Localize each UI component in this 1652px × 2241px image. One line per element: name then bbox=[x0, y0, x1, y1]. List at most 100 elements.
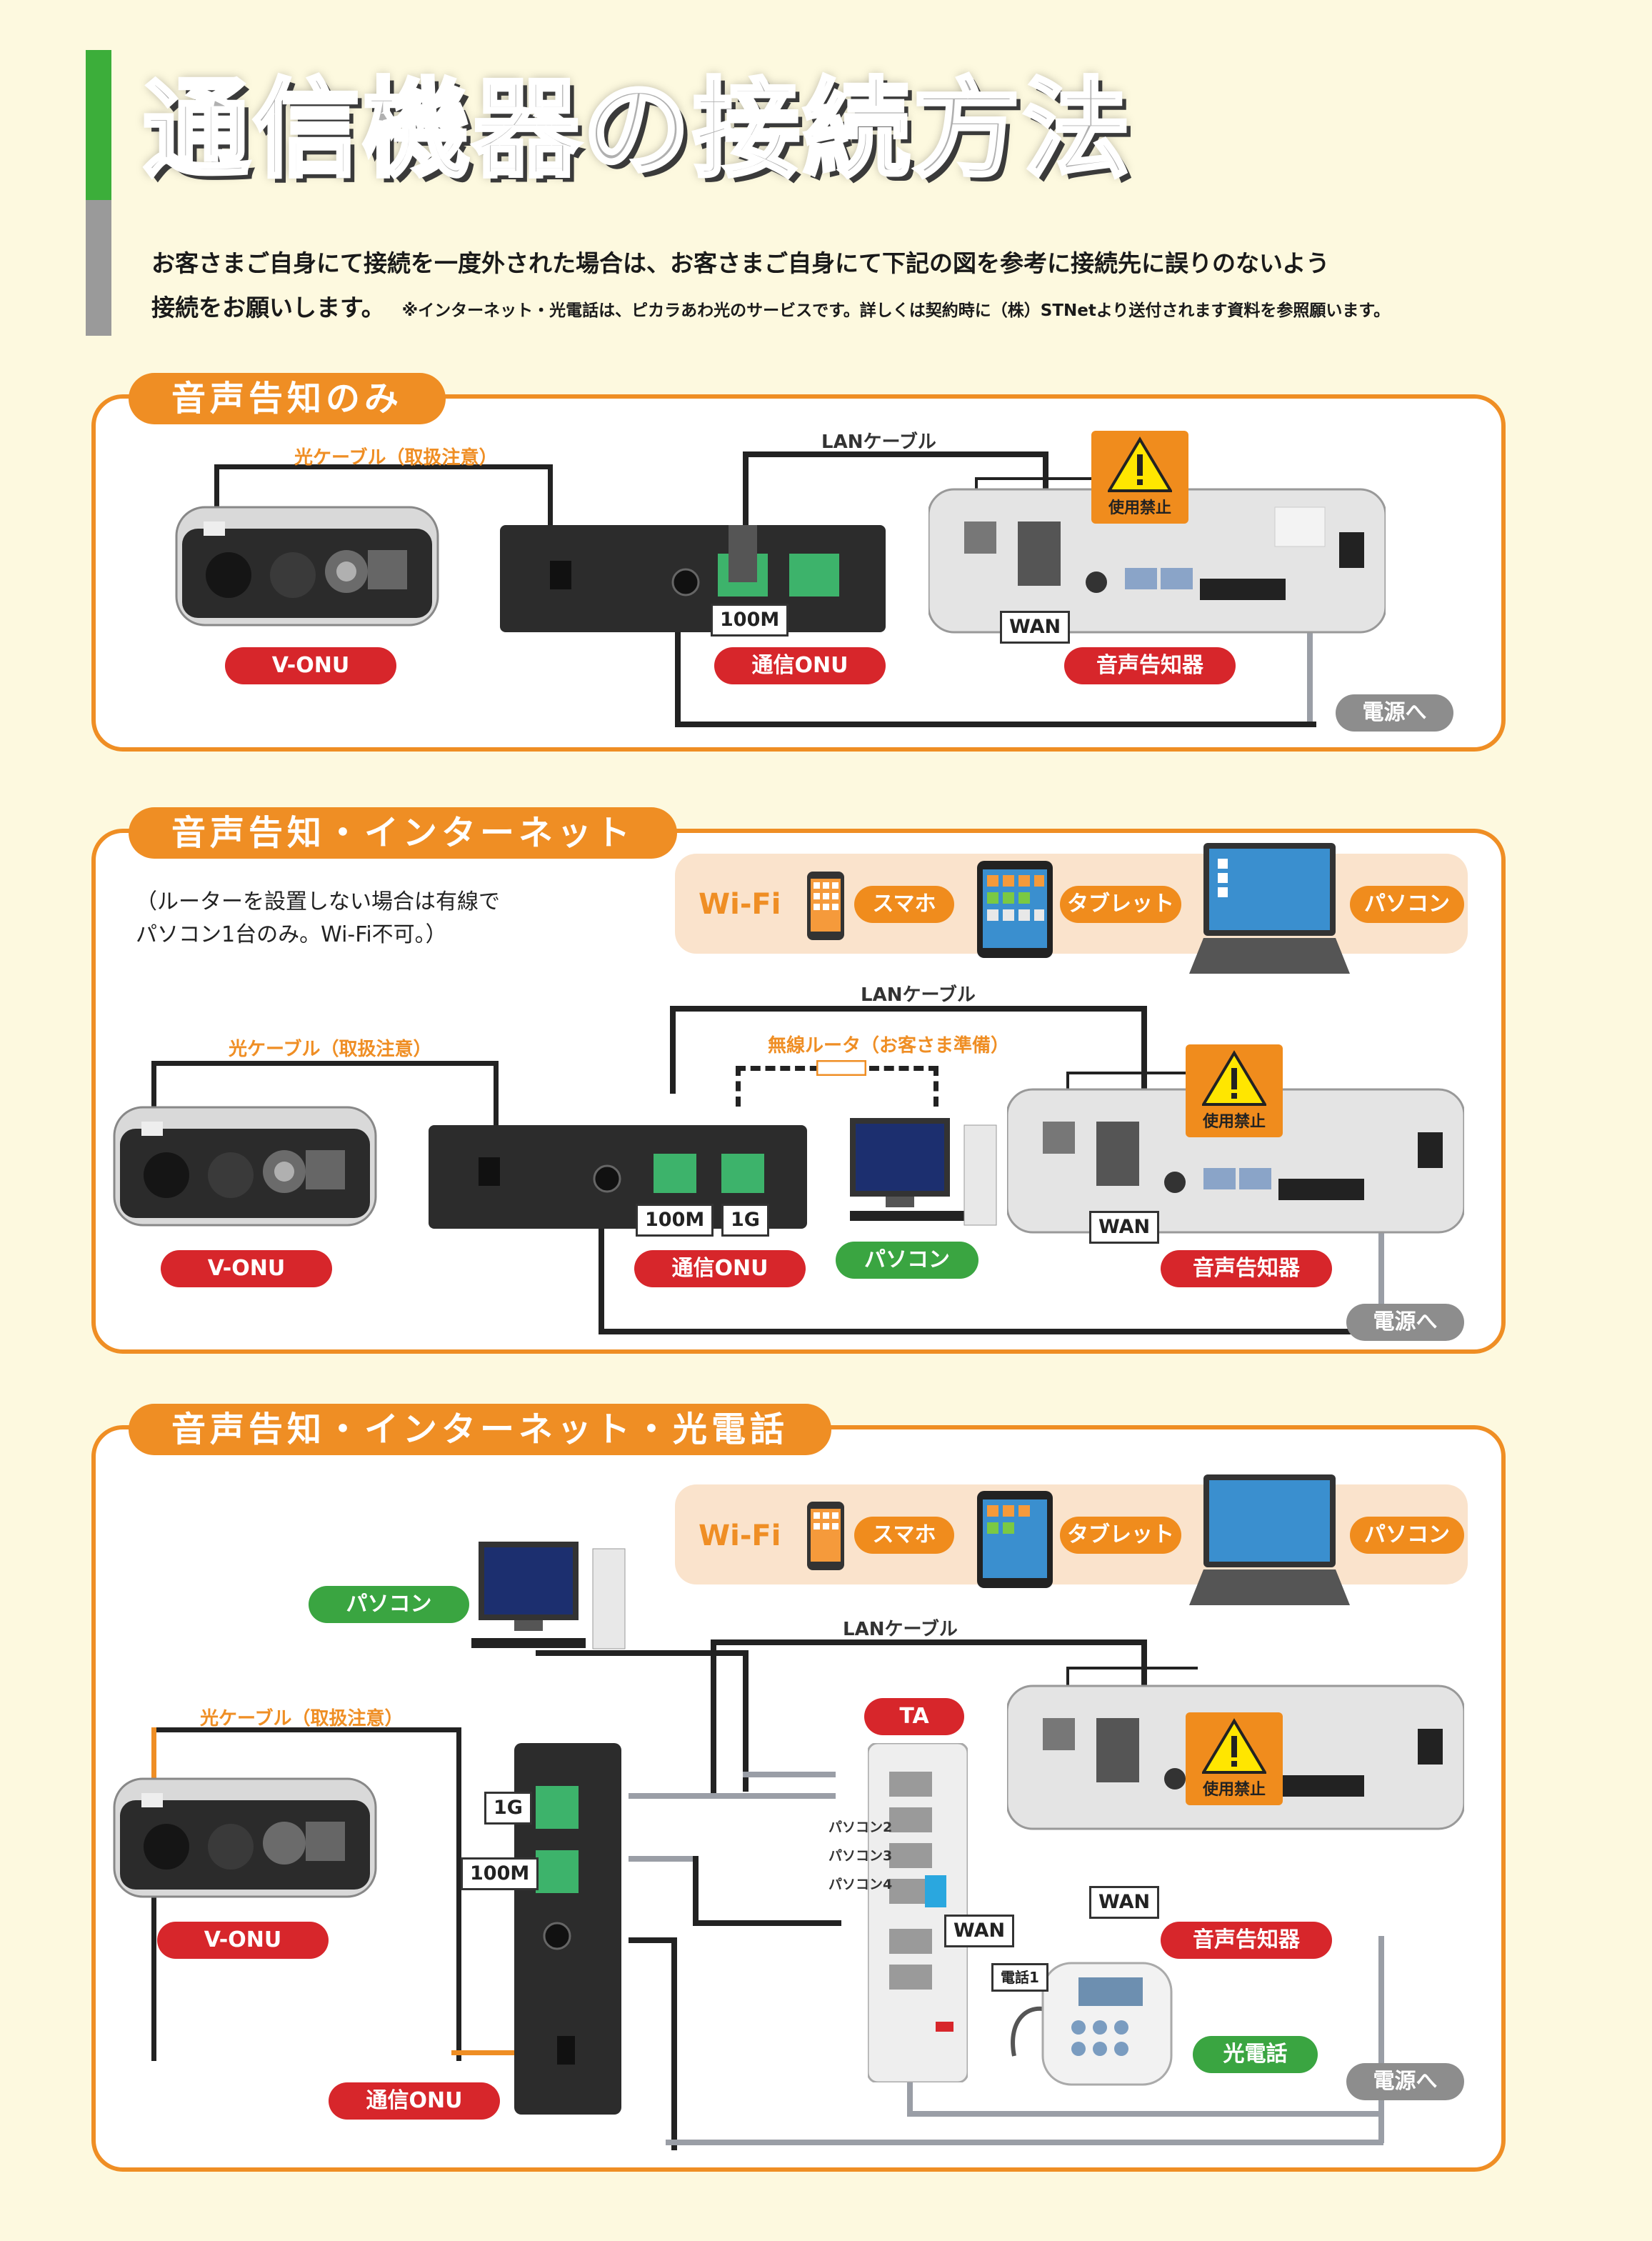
lan-cable-label: LANケーブル bbox=[861, 984, 976, 1006]
power-cable-announcer bbox=[1378, 1214, 1384, 1329]
tablet-label: タブレット bbox=[1060, 886, 1181, 923]
pc-label: パソコン bbox=[836, 1242, 978, 1279]
intro-text: お客さまご自身にて接続を一度外された場合は、お客さまご自身にて下記の図を参考に接… bbox=[151, 241, 1508, 333]
v-onu-device bbox=[175, 500, 439, 632]
prohibited-label: 使用禁止 bbox=[1202, 1781, 1266, 1799]
power-cable-announcer bbox=[1307, 614, 1313, 722]
optical-cable-label: 光ケーブル（取扱注意） bbox=[200, 1708, 404, 1730]
pc4-label: パソコン4 bbox=[828, 1877, 893, 1892]
page-title: 通信機器の接続方法 bbox=[141, 68, 1133, 192]
power-cable-announcer bbox=[1378, 1936, 1384, 2143]
phone1-tag: 電話1 bbox=[991, 1963, 1048, 1992]
optical-cable bbox=[151, 1061, 499, 1130]
port-100m-tag: 100M bbox=[636, 1204, 714, 1237]
comm-onu-device bbox=[514, 1743, 621, 2115]
port-1g-tag: 1G bbox=[721, 1204, 769, 1237]
optical-cable-left bbox=[151, 1727, 156, 1792]
wan-tag: WAN bbox=[1089, 1886, 1160, 1919]
lan-cable-label: LANケーブル bbox=[843, 1619, 958, 1640]
comm-onu-label: 通信ONU bbox=[634, 1250, 806, 1287]
smartphone-label: スマホ bbox=[854, 886, 954, 923]
port-100m-tag: 100M bbox=[461, 1857, 539, 1890]
pc-cable bbox=[536, 1650, 749, 1792]
tablet-icon bbox=[976, 1489, 1054, 1589]
intro-note: ※インターネット・光電話は、ピカラあわ光のサービスです。詳しくは契約時に（株）S… bbox=[401, 301, 1391, 320]
wifi-label: Wi-Fi bbox=[699, 888, 781, 921]
announcer-label: 音声告知器 bbox=[1161, 1922, 1332, 1959]
laptop-label: パソコン bbox=[1350, 1517, 1464, 1554]
intro-line2: 接続をお願いします。 bbox=[151, 294, 385, 321]
tablet-label: タブレット bbox=[1060, 1517, 1181, 1554]
section2-note: （ルーターを設置しない場合は有線で パソコン1台のみ。Wi-Fi不可。） bbox=[136, 886, 500, 952]
power-label: 電源へ bbox=[1336, 694, 1453, 732]
comm-onu-device bbox=[500, 525, 886, 636]
prohibited-label: 使用禁止 bbox=[1202, 1113, 1266, 1131]
optical-cable-label: 光ケーブル（取扱注意） bbox=[229, 1039, 432, 1060]
v-onu-device bbox=[113, 1772, 377, 1904]
header-accent-gray bbox=[86, 200, 111, 336]
v-onu-device bbox=[113, 1100, 377, 1232]
v-onu-label: V-ONU bbox=[225, 647, 396, 684]
section2-title: 音声告知・インターネット bbox=[129, 807, 678, 859]
prohibited-label: 使用禁止 bbox=[1108, 499, 1171, 517]
comm-onu-label: 通信ONU bbox=[329, 2082, 500, 2120]
port-1g-tag: 1G bbox=[484, 1792, 532, 1825]
power-cable bbox=[675, 629, 1316, 727]
wan-tag: WAN bbox=[1000, 611, 1071, 644]
port-100m-tag: 100M bbox=[711, 604, 789, 637]
lan-cable-label: LANケーブル bbox=[821, 431, 936, 453]
ta-device bbox=[868, 1743, 968, 2082]
prohibited-warning: 使用禁止 bbox=[1186, 1712, 1283, 1805]
power-cable-ta-drop bbox=[907, 2072, 913, 2115]
desktop-pc-device bbox=[836, 1111, 1007, 1232]
header-accent-green bbox=[86, 50, 111, 200]
wan-tag: WAN bbox=[1089, 1211, 1160, 1244]
tablet-icon bbox=[976, 859, 1054, 959]
power-cable-ta bbox=[907, 2111, 1382, 2117]
hikari-phone-label: 光電話 bbox=[1193, 2036, 1318, 2073]
ta-wan-tag: WAN bbox=[944, 1915, 1015, 1947]
power-label: 電源へ bbox=[1346, 2063, 1464, 2100]
desktop-pc-device bbox=[464, 1534, 636, 1656]
power-label: 電源へ bbox=[1346, 1304, 1464, 1341]
prohibited-warning: 使用禁止 bbox=[1186, 1044, 1283, 1137]
onu-ta-cable-100m-route bbox=[693, 1856, 841, 1926]
smartphone-label: スマホ bbox=[854, 1517, 954, 1554]
wifi-label: Wi-Fi bbox=[699, 1519, 781, 1552]
optical-cable-bottom bbox=[451, 2050, 566, 2055]
section1-title: 音声告知のみ bbox=[129, 373, 446, 424]
ta-lan-top bbox=[743, 1772, 836, 1777]
power-cable bbox=[599, 1222, 1390, 1334]
wireless-router-icon bbox=[816, 1060, 866, 1076]
v-onu-label: V-ONU bbox=[157, 1922, 329, 1959]
onu-ta-cable-1g bbox=[629, 1793, 836, 1799]
comm-onu-label: 通信ONU bbox=[714, 647, 886, 684]
ta-label: TA bbox=[864, 1698, 964, 1735]
wireless-router-label: 無線ルータ（お客さま準備） bbox=[768, 1035, 1010, 1057]
optical-cable-label: 光ケーブル（取扱注意） bbox=[294, 447, 498, 469]
section2-note-line2: パソコン1台のみ。Wi-Fi不可。） bbox=[136, 922, 447, 947]
laptop-label: パソコン bbox=[1350, 886, 1464, 923]
announcer-device bbox=[928, 475, 1386, 636]
v-onu-label: V-ONU bbox=[161, 1250, 332, 1287]
telephone-device bbox=[1000, 1949, 1186, 2092]
prohibited-warning: 使用禁止 bbox=[1091, 431, 1188, 524]
smartphone-icon bbox=[806, 1500, 846, 1572]
comm-onu-device bbox=[429, 1125, 807, 1232]
section3-title: 音声告知・インターネット・光電話 bbox=[129, 1404, 832, 1455]
lan-cable bbox=[670, 1006, 1147, 1094]
laptop-icon bbox=[1189, 842, 1350, 974]
power-cable-onu bbox=[629, 1937, 677, 2150]
laptop-icon bbox=[1189, 1473, 1350, 1605]
pc3-label: パソコン3 bbox=[828, 1848, 893, 1864]
intro-line1: お客さまご自身にて接続を一度外された場合は、お客さまご自身にて下記の図を参考に接… bbox=[151, 249, 1330, 277]
pc-label: パソコン bbox=[309, 1586, 469, 1623]
announcer-label: 音声告知器 bbox=[1161, 1250, 1332, 1287]
onu-ta-cable-100m bbox=[629, 1856, 693, 1862]
section2-note-line1: （ルーターを設置しない場合は有線で bbox=[136, 889, 500, 914]
optical-cable bbox=[214, 464, 553, 534]
pc2-label: パソコン2 bbox=[828, 1820, 893, 1835]
smartphone-icon bbox=[806, 870, 846, 942]
announcer-label: 音声告知器 bbox=[1064, 647, 1236, 684]
power-cable-main bbox=[666, 2140, 1383, 2145]
